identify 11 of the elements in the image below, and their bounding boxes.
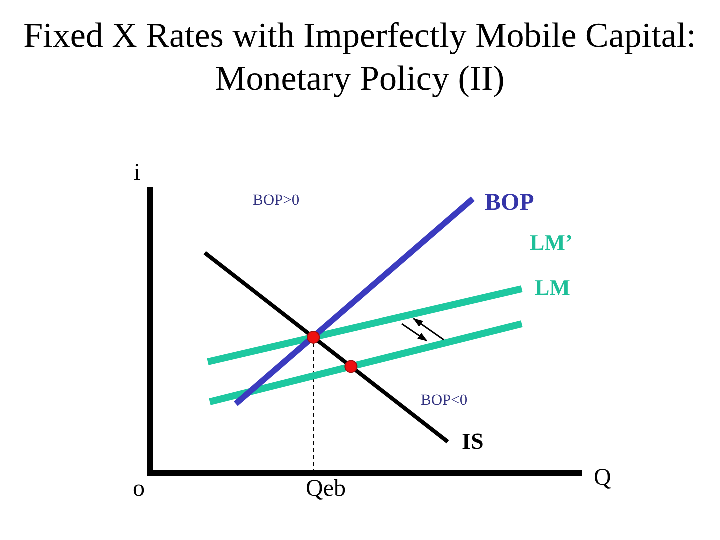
axis-value-label: Qeb bbox=[306, 477, 346, 501]
curve-label: LM bbox=[535, 277, 570, 299]
region-label: BOP<0 bbox=[421, 393, 468, 408]
region-label: BOP>0 bbox=[253, 193, 300, 208]
curve-label: IS bbox=[462, 430, 484, 453]
axis-label: Q bbox=[594, 466, 612, 490]
title: Fixed X Rates with Imperfectly Mobile Capital: Monetary Policy (II) bbox=[22, 15, 698, 100]
axis-label: i bbox=[134, 161, 141, 185]
origin-label: o bbox=[133, 477, 145, 501]
curve-label: BOP bbox=[485, 191, 534, 215]
curve-label: LM’ bbox=[530, 232, 573, 254]
